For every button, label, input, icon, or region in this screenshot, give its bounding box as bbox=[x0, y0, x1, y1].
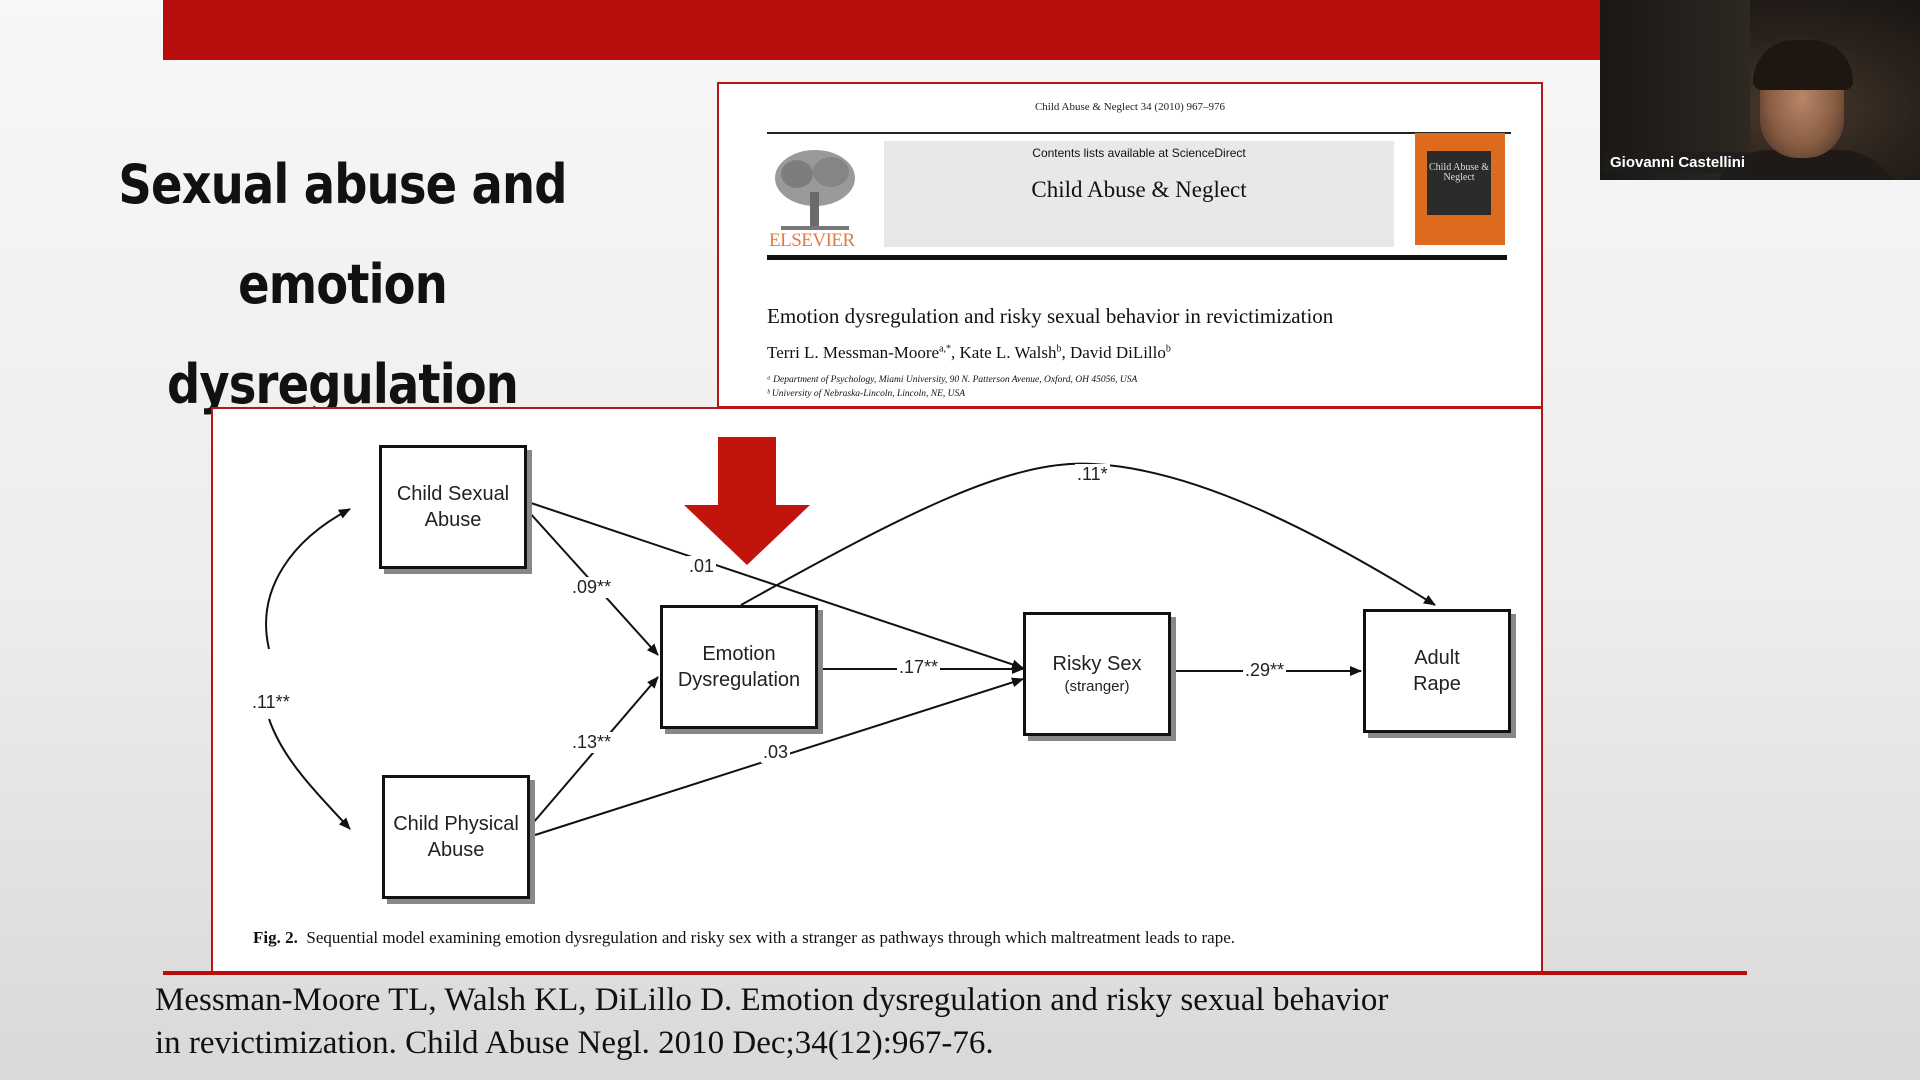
node-label: Emotion bbox=[702, 643, 776, 665]
highlight-down-arrow bbox=[684, 437, 810, 565]
author-affiliation-mark: b bbox=[1056, 343, 1062, 355]
author-name: David DiLillo bbox=[1070, 343, 1166, 362]
node-child-sexual-abuse: Child Sexual Abuse bbox=[379, 445, 527, 569]
path-diagram-figure: Child Sexual Abuse Child Physical Abuse … bbox=[211, 407, 1543, 973]
author-name: Terri L. Messman-Moore bbox=[767, 343, 940, 362]
node-label: Abuse bbox=[427, 839, 485, 861]
node-risky-sex: Risky Sex (stranger) bbox=[1023, 612, 1171, 736]
journal-cover-title: Child Abuse & Neglect bbox=[1428, 162, 1489, 183]
slide-title-line-2: emotion dysregulation bbox=[166, 253, 519, 416]
reference-citation: Messman-Moore TL, Walsh KL, DiLillo D. E… bbox=[155, 979, 1655, 1065]
coef-csa-rs: .01 bbox=[687, 556, 717, 577]
node-label: Child Sexual bbox=[396, 483, 510, 505]
contents-available-line: Contents lists available at ScienceDirec… bbox=[1032, 146, 1246, 160]
journal-citation: Child Abuse & Neglect 34 (2010) 967–976 bbox=[1034, 101, 1226, 113]
participant-hair bbox=[1753, 40, 1853, 90]
header-rule bbox=[767, 132, 1511, 134]
figure-caption-label: Fig. 2. bbox=[253, 928, 298, 947]
edge-csa-cpa-upper bbox=[265, 508, 351, 650]
node-label: Dysregulation bbox=[677, 669, 801, 691]
author-affiliation-mark: a,* bbox=[939, 343, 952, 355]
node-emotion-dysregulation: Emotion Dysregulation bbox=[660, 605, 818, 729]
author-affiliation-mark: b bbox=[1165, 343, 1171, 355]
coef-cpa-ed: .13** bbox=[570, 732, 614, 753]
reference-line-1: Messman-Moore TL, Walsh KL, DiLillo D. E… bbox=[155, 982, 1389, 1018]
webcam-video-tile[interactable]: Giovanni Castellini bbox=[1600, 0, 1920, 180]
journal-name: Child Abuse & Neglect bbox=[1031, 177, 1247, 202]
node-adult-rape: Adult Rape bbox=[1363, 609, 1511, 733]
coef-cpa-rs: .03 bbox=[761, 742, 791, 763]
affiliation-b: ᵇ University of Nebraska-Lincoln, Lincol… bbox=[767, 389, 966, 399]
author-name: Kate L. Walsh bbox=[959, 343, 1057, 362]
reference-divider bbox=[163, 971, 1747, 975]
elsevier-tree-logo bbox=[775, 150, 855, 230]
figure-caption-text: Sequential model examining emotion dysre… bbox=[306, 928, 1235, 947]
header-thick-rule bbox=[767, 255, 1507, 260]
node-label: Risky Sex bbox=[1052, 653, 1142, 675]
paper-title: Emotion dysregulation and risky sexual b… bbox=[767, 304, 1334, 328]
coef-csa-ed: .09** bbox=[570, 577, 614, 598]
node-label: Child Physical bbox=[393, 813, 519, 835]
journal-cover-image: Child Abuse & Neglect bbox=[1415, 133, 1505, 245]
coef-csa-cpa: .11** bbox=[250, 692, 292, 713]
publisher-wordmark: ELSEVIER bbox=[769, 230, 855, 251]
node-label: Abuse bbox=[424, 509, 482, 531]
slide-title-line-1: Sexual abuse and bbox=[118, 153, 567, 216]
node-sublabel: (stranger) bbox=[1064, 678, 1130, 695]
affiliation-a: ᵃ Department of Psychology, Miami Univer… bbox=[767, 375, 1138, 385]
paper-header-image: Child Abuse & Neglect 34 (2010) 967–976 … bbox=[717, 82, 1543, 408]
coef-ed-ar: .11* bbox=[1075, 464, 1110, 485]
node-child-physical-abuse: Child Physical Abuse bbox=[382, 775, 530, 899]
node-label: Rape bbox=[1413, 673, 1461, 695]
journal-banner: Contents lists available at ScienceDirec… bbox=[884, 141, 1394, 247]
top-accent-bar bbox=[163, 0, 1600, 60]
reference-line-2: in revictimization. Child Abuse Negl. 20… bbox=[155, 1025, 994, 1061]
participant-name-label: Giovanni Castellini bbox=[1604, 152, 1752, 173]
edge-csa-cpa-lower bbox=[268, 718, 351, 830]
coef-ed-rs: .17** bbox=[897, 657, 941, 678]
coef-rs-ar: .29** bbox=[1243, 660, 1287, 681]
slide-title: Sexual abuse and emotion dysregulation bbox=[95, 135, 590, 435]
figure-caption: Fig. 2. Sequential model examining emoti… bbox=[253, 928, 1235, 948]
paper-authors: Terri L. Messman-Moorea,*, Kate L. Walsh… bbox=[767, 343, 1171, 362]
node-label: Adult bbox=[1414, 647, 1460, 669]
